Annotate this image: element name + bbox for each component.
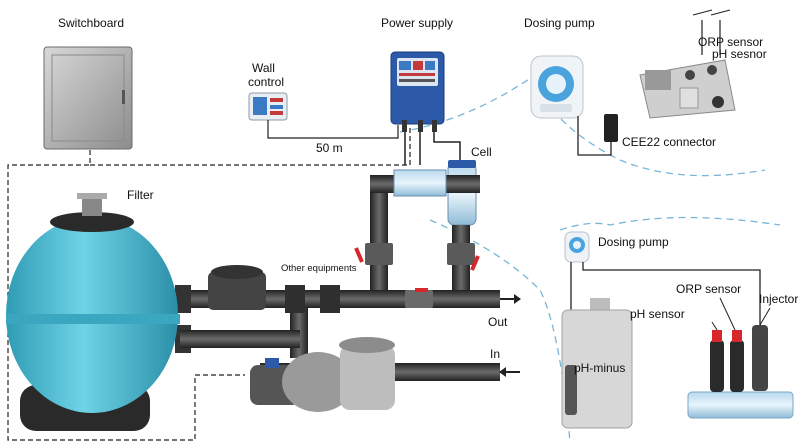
distance-label: 50 m [316, 141, 343, 155]
power-supply-device [390, 51, 445, 132]
cell-label: Cell [471, 145, 492, 159]
control-box-device [639, 59, 736, 119]
valve-handles [354, 247, 480, 292]
dosing-pump-top-device [530, 55, 584, 119]
sensor-leader-lines [711, 297, 771, 331]
filter-label: Filter [127, 188, 154, 202]
sand-filter-tank [6, 193, 180, 431]
dosing-pump-bottom-label: Dosing pump [598, 235, 669, 249]
out-arrow [500, 294, 521, 304]
sensor-cables-top [701, 20, 721, 55]
dosing-pump-bottom-device [564, 231, 590, 263]
cee22-connector [577, 114, 618, 156]
cee22-label: CEE22 connector [622, 135, 716, 149]
out-label: Out [488, 315, 508, 329]
dashed-curve-bottom [429, 216, 781, 442]
wiring-power [90, 125, 411, 166]
switchboard-label: Switchboard [58, 16, 124, 30]
wall-control-device [248, 92, 288, 121]
power-supply-cables [404, 132, 461, 165]
injector-label: Injector [759, 292, 798, 306]
orp-sensor-top-label: ORP sensor [698, 35, 763, 49]
other-equipments-label: Other equipments [281, 263, 357, 274]
dashed-curve-top [399, 74, 766, 177]
ph-sensor-top-label: pH sesnor [712, 47, 767, 61]
sensor-manifold [687, 325, 794, 419]
wiring-switchboard [7, 150, 245, 441]
dosing-pump-top-label: Dosing pump [524, 16, 595, 30]
wall-control-cable [267, 120, 399, 139]
in-label: In [490, 347, 500, 361]
circulation-pump [250, 337, 395, 412]
multiport-valve [208, 265, 266, 310]
wall-control-label-line1: Wall [252, 61, 275, 75]
power-supply-label: Power supply [381, 16, 453, 30]
ph-minus-canister [561, 298, 633, 429]
orp-sensor-bottom-label: ORP sensor [676, 282, 741, 296]
break-symbol [692, 9, 731, 16]
switchboard-cabinet [43, 46, 133, 150]
wall-control-label-line2: control [248, 75, 284, 89]
in-arrow [499, 367, 520, 377]
ph-minus-label: pH-minus [574, 361, 625, 375]
ph-sensor-bottom-label: pH sensor [630, 307, 685, 321]
